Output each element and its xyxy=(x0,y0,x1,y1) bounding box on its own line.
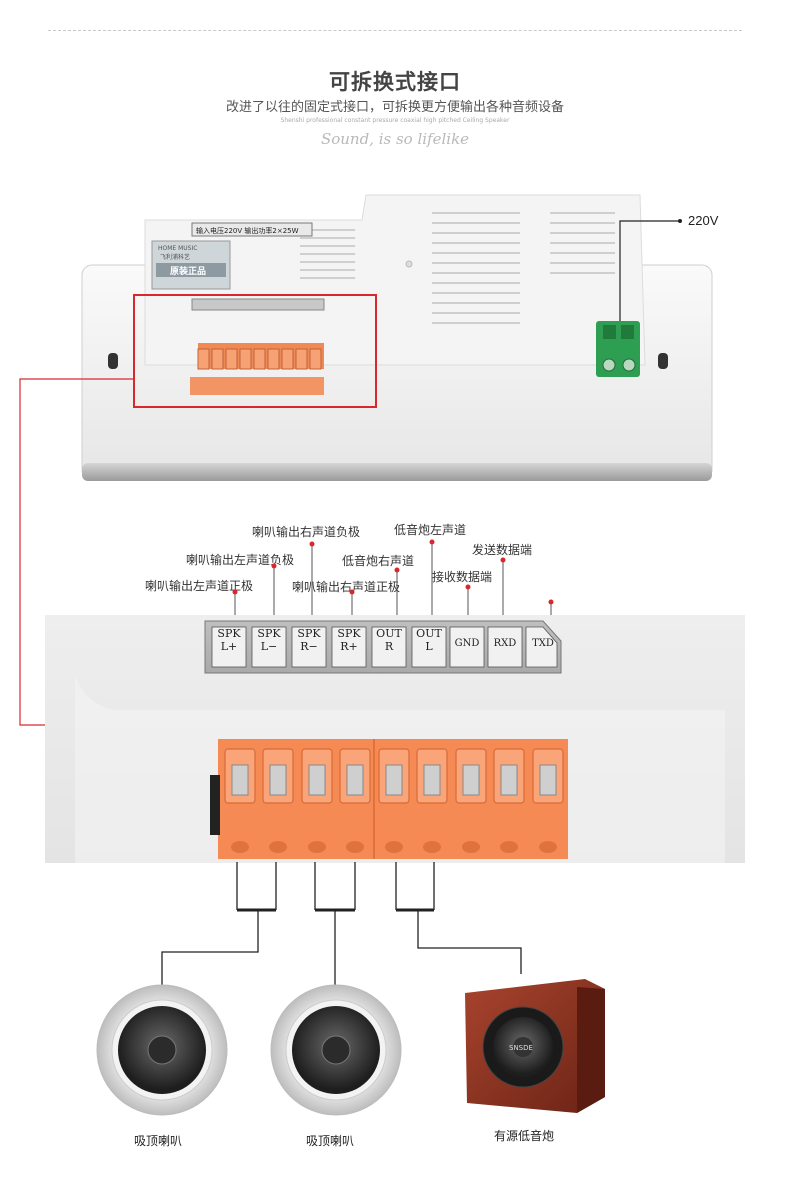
mount-hole-left xyxy=(108,353,118,369)
svg-text:飞利浦科艺: 飞利浦科艺 xyxy=(160,253,190,261)
mini-terminal-label xyxy=(191,298,325,311)
terminal-callout-box xyxy=(133,294,377,408)
terminal-label-9: TXD xyxy=(532,638,554,649)
zoomed-terminal-panel xyxy=(45,615,745,863)
svg-text:HOME MUSIC: HOME MUSIC xyxy=(158,245,197,252)
english-tagline: Shenshi professional constant pressure c… xyxy=(280,117,510,124)
label-spk-l-neg: 喇叭输出左声道负极 xyxy=(186,553,295,567)
housing-screw xyxy=(405,260,413,268)
section-subtitle: 改进了以往的固定式接口，可拆换更方便输出各种音频设备 xyxy=(225,100,564,115)
output-devices: SNSDE xyxy=(96,979,605,1116)
label-out-l: 低音炮左声道 xyxy=(394,523,467,537)
mount-hole-right xyxy=(658,353,668,369)
terminal-label-7: GND xyxy=(454,638,480,649)
device-top-illustration: 输入电压220V 输出功率2×25W HOME MUSIC 飞利浦科艺 原装正品 xyxy=(81,194,713,481)
label-rxd: 发送数据端 xyxy=(472,543,533,557)
caption-ceiling-speaker-2: 吸顶喇叭 xyxy=(306,1134,355,1148)
caption-ceiling-speaker-1: 吸顶喇叭 xyxy=(134,1134,183,1148)
label-spk-l-pos: 喇叭输出左声道正极 xyxy=(145,579,254,593)
label-gnd: 接收数据端 xyxy=(432,570,493,584)
ceiling-speaker-2 xyxy=(270,984,402,1116)
spec-label-plate xyxy=(191,222,313,237)
power-terminal-green xyxy=(596,321,640,377)
terminal-screws xyxy=(231,764,557,796)
label-spk-r-neg: 喇叭输出右声道负极 xyxy=(252,525,361,539)
right-vents xyxy=(432,212,615,324)
caption-subwoofer: 有源低音炮 xyxy=(494,1129,555,1143)
mini-orange-terminal xyxy=(190,343,324,395)
label-out-r: 低音炮右声道 xyxy=(342,554,415,568)
ceiling-speaker-1 xyxy=(96,984,228,1116)
section-title: 可拆换式接口 xyxy=(329,70,461,94)
terminal-label-8: RXD xyxy=(493,638,517,649)
subwoofer: SNSDE xyxy=(465,979,605,1113)
top-dashed-divider xyxy=(48,30,742,31)
terminal-label-cells xyxy=(211,626,558,668)
label-spk-r-pos: 喇叭输出右声道正极 xyxy=(292,580,401,594)
spec-label: 输入电压220V 输出功率2×25W xyxy=(196,226,299,235)
voltage-label: 220V xyxy=(688,213,719,228)
voltage-leader-line xyxy=(619,220,680,321)
terminal-wire-holes xyxy=(231,841,557,853)
left-vents xyxy=(300,229,355,279)
svg-text:原装正品: 原装正品 xyxy=(170,265,206,277)
callout-connector xyxy=(19,378,134,726)
svg-text:SNSDE: SNSDE xyxy=(509,1044,533,1052)
script-slogan: Sound, is so lifelike xyxy=(320,130,470,148)
wiring-diagram xyxy=(161,862,522,986)
wall-plate-edge xyxy=(82,463,712,481)
